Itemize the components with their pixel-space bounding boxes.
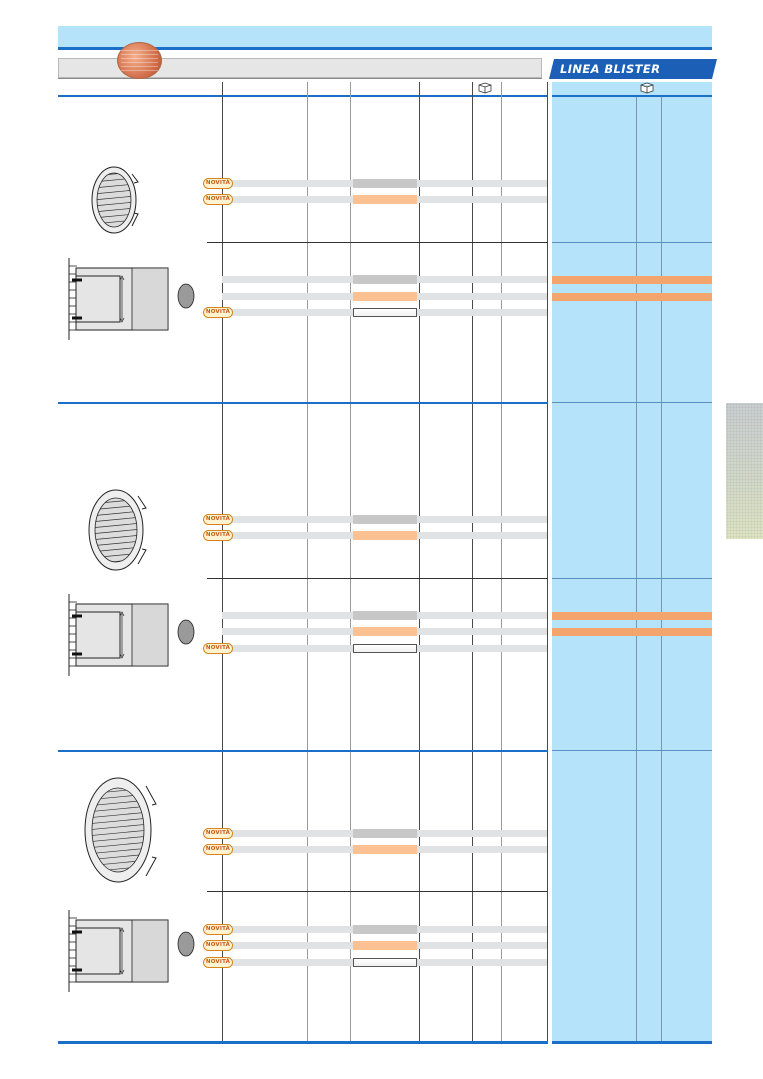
brand-label: LINEA BLISTER [560,62,661,76]
sub-section-rule [207,242,547,243]
novita-tag: NOVITÀ [203,194,233,205]
table-cell [353,829,417,838]
table-cell [353,941,417,950]
blister-section-rule [552,750,712,751]
table-cell [353,644,417,653]
round-grille-large-illustration [84,777,157,883]
table-cell [353,531,417,540]
table-cell [353,958,417,967]
duct-grille-illustration [68,258,195,340]
blister-highlight-row [552,612,712,620]
blister-sub-rule [552,242,712,243]
table-cell [353,515,417,524]
grille-disc-icon [117,42,162,79]
novita-tag: NOVITÀ [203,924,233,935]
blister-highlight-row [552,276,712,284]
table-cell [353,845,417,854]
novita-tag: NOVITÀ [203,940,233,951]
column-divider [307,82,308,1042]
novita-tag: NOVITÀ [203,643,233,654]
blister-highlight-row [552,628,712,636]
sub-section-rule [207,891,547,892]
novita-tag: NOVITÀ [203,514,233,525]
column-divider [419,82,420,1042]
round-grille-medium-illustration [88,489,147,571]
table-cell [353,179,417,188]
blister-highlight-row [552,293,712,301]
table-cell [353,275,417,284]
novita-tag: NOVITÀ [203,530,233,541]
novita-tag: NOVITÀ [203,307,233,318]
table-cell [353,627,417,636]
top-header-band [58,26,712,47]
sub-section-rule [207,578,547,579]
blister-section-rule [552,402,712,403]
novita-tag: NOVITÀ [203,844,233,855]
column-divider [501,82,502,1042]
table-cell [353,611,417,620]
duct-grille-illustration [68,594,195,676]
blister-sub-rule [552,578,712,579]
category-bar-rule [58,78,542,79]
table-cell [353,292,417,301]
table-header-rule [58,95,548,97]
box-icon [478,82,492,94]
side-section-tab [726,403,763,539]
blister-panel [552,82,712,1044]
section-rule [58,402,548,404]
table-cell [353,925,417,934]
column-divider [350,82,351,1042]
bottom-rule [58,1041,548,1044]
column-divider [222,82,223,1042]
category-bar [58,58,542,78]
blister-bottom-rule [552,1041,712,1044]
novita-tag: NOVITÀ [203,957,233,968]
novita-tag: NOVITÀ [203,178,233,189]
novita-tag: NOVITÀ [203,828,233,839]
box-icon [640,82,654,94]
top-header-rule [58,47,712,50]
column-divider [547,82,548,1042]
duct-grille-illustration [68,910,195,992]
section-rule [58,750,548,752]
blister-header-rule [552,95,712,97]
column-divider [472,82,473,1042]
table-cell [353,195,417,204]
table-cell [353,308,417,317]
round-grille-small-illustration [91,166,139,234]
